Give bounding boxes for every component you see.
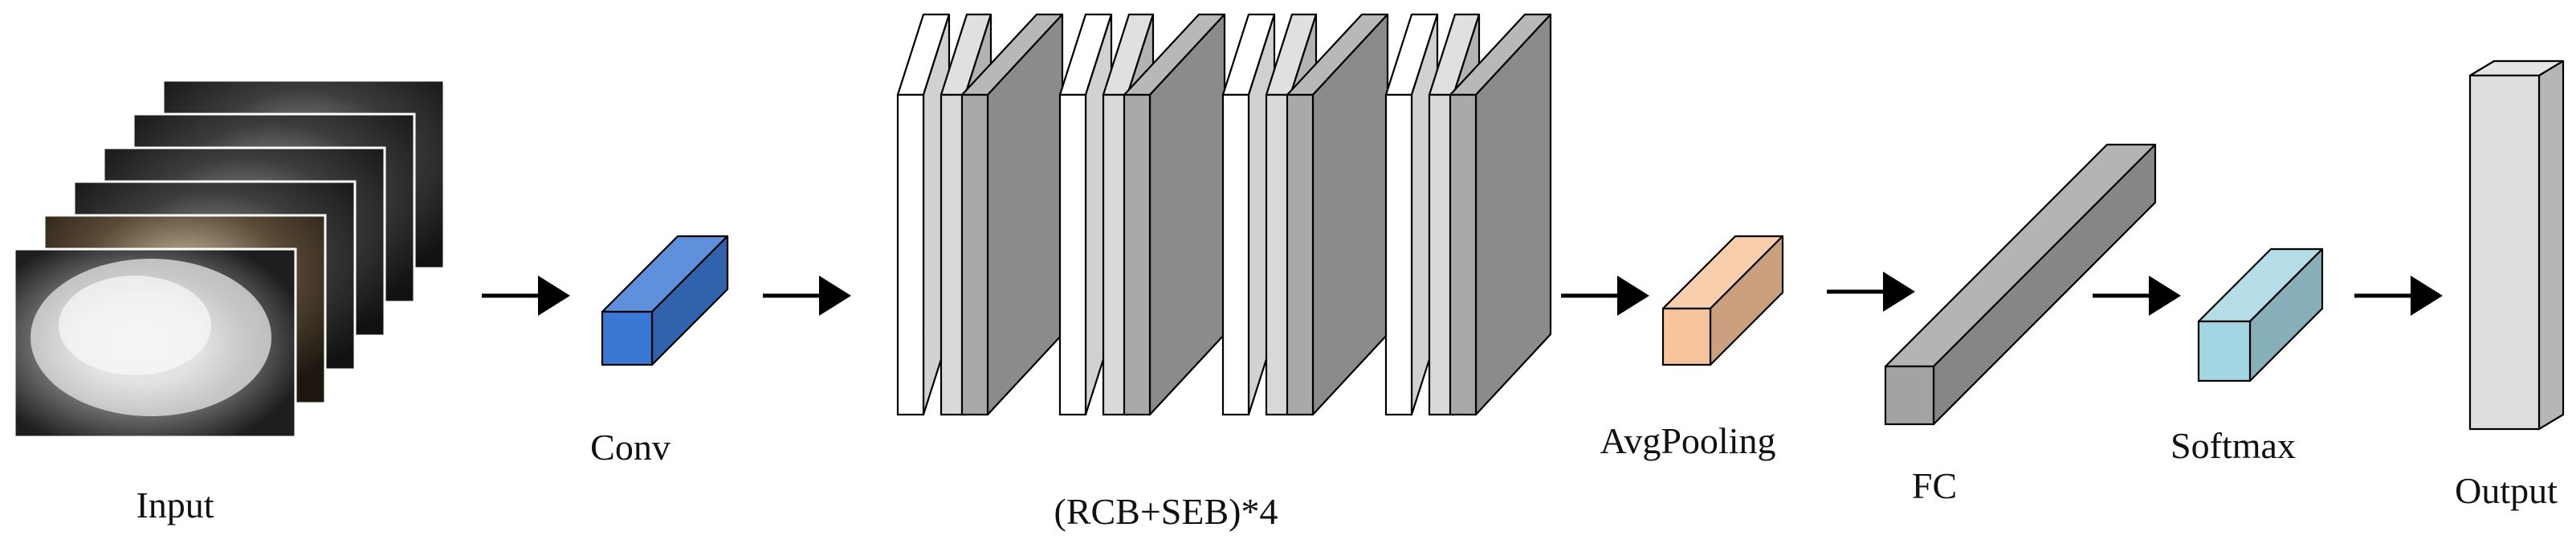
conv-block [601,235,729,366]
layer-gray-front [1449,93,1478,416]
layer-white-front [1221,93,1250,416]
avgpool-label: AvgPooling [1600,420,1776,461]
output-label: Output [2455,470,2558,511]
conv-block-front [601,310,654,366]
output-box-side [2537,59,2565,431]
layer-gray-front [1286,93,1314,416]
rcb-seb-group [1058,13,1226,416]
fc-bar [1884,143,2157,426]
input-frame-highlight [59,276,211,375]
rcb-seb-group [1221,13,1389,416]
output-box-front [2468,74,2541,431]
input-label: Input [136,485,214,525]
layer-gray [960,13,1064,416]
layer-gray [1123,13,1226,416]
layer-white-front [1058,93,1087,416]
softmax-block-front [2197,320,2252,382]
layer-gray [1286,13,1389,416]
input-frame [13,247,297,439]
layer-white-front [896,93,925,416]
conv-label: Conv [590,427,670,468]
fc-bar-front [1884,365,1935,426]
rcb-seb-group [1384,13,1552,416]
layer-gray-front [1123,93,1151,416]
rcb-seb-group [896,13,1064,416]
fc-label: FC [1911,465,1958,506]
softmax-block [2197,247,2324,382]
avgpool-block-front [1661,307,1712,366]
layer-gray-front [960,93,989,416]
layer-gray [1449,13,1552,416]
softmax-label: Softmax [2170,425,2296,466]
layer-white [1058,13,1113,416]
blocks-label: (RCB+SEB)*4 [1054,491,1278,532]
layer-white-front [1384,93,1413,416]
avgpool-block [1661,235,1784,366]
output-box [2468,59,2565,431]
